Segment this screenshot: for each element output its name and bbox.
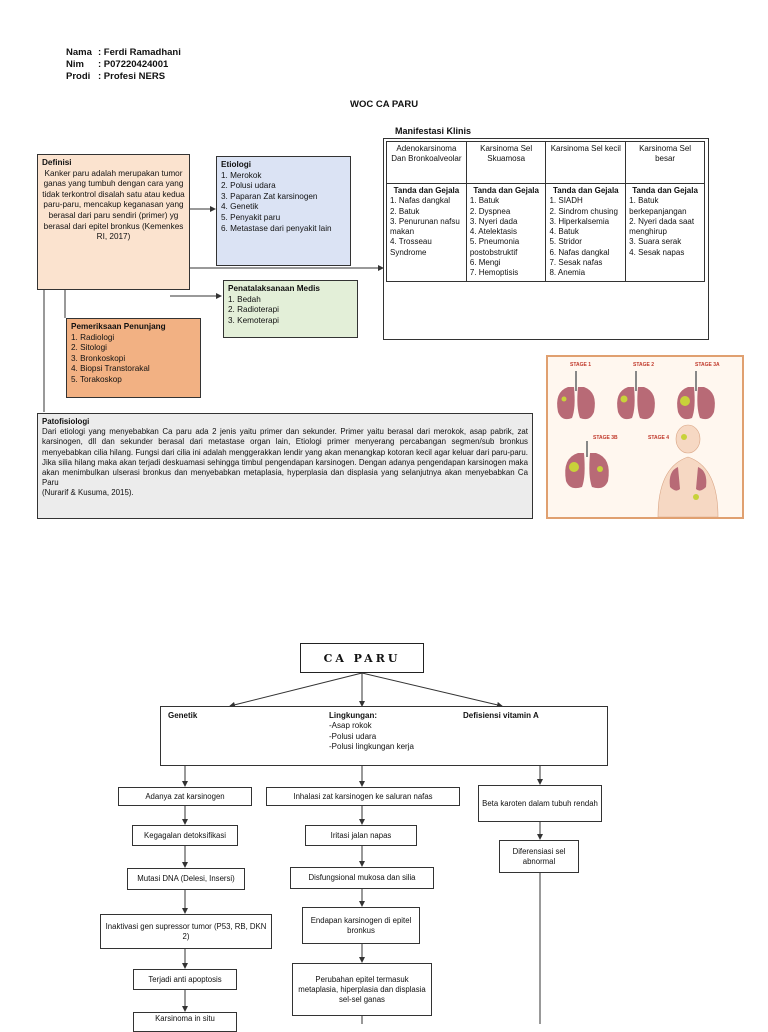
table-header-cell: Karsinoma Sel besar xyxy=(625,141,705,184)
table-header-cell: Karsinoma Sel Skuamosa xyxy=(465,141,547,184)
table-cell: Tanda dan Gejala 1. Batuk berkepanjangan… xyxy=(625,183,705,282)
patofisiologi-title: Patofisiologi xyxy=(42,417,90,426)
stage-label: STAGE 4 xyxy=(648,435,669,441)
lung-stages-image: STAGE 1 STAGE 2 STAGE 3A STAGE 3B STAGE … xyxy=(548,357,742,518)
header-prodi: Prodi: Profesi NERS xyxy=(66,71,166,82)
flow-right-step: Beta karoten dalam tubuh rendah xyxy=(478,785,602,822)
list-item: 6. Metastase dari penyakit lain xyxy=(221,223,332,233)
lung-stages-illustration: STAGE 1 STAGE 2 STAGE 3A STAGE 3B STAGE … xyxy=(546,355,744,519)
stage-label: STAGE 1 xyxy=(570,362,591,368)
list-item: 2. Polusi udara xyxy=(221,181,276,191)
pemeriksaan-list: 1. Radiologi 2. Sitologi 3. Bronkoskopi … xyxy=(71,333,196,386)
list-item: 5. Torakoskop xyxy=(71,374,122,384)
etiologi-box: Etiologi 1. Merokok 2. Polusi udara 3. P… xyxy=(216,156,351,266)
table-header-cell: Adenokarsinoma Dan Bronkoalveolar xyxy=(386,141,467,184)
lung-icon xyxy=(677,371,715,420)
list-item: 1. Bedah xyxy=(228,294,261,304)
stage-label: STAGE 3A xyxy=(695,362,720,368)
table-row: Tanda dan Gejala 1. Nafas dangkal 2. Bat… xyxy=(386,183,705,282)
definisi-text: Kanker paru adalah merupakan tumor ganas… xyxy=(42,168,185,242)
table-header-row: Adenokarsinoma Dan Bronkoalveolar Karsin… xyxy=(386,141,705,184)
flow-middle-step: Perubahan epitel termasuk metaplasia, hi… xyxy=(292,963,432,1016)
list-item: 5. Penyakit paru xyxy=(221,212,281,222)
flow-left-step: Terjadi anti apoptosis xyxy=(133,969,237,990)
etiologi-title: Etiologi xyxy=(221,160,252,169)
flow-left-step: Mutasi DNA (Delesi, Insersi) xyxy=(127,868,245,890)
flow-root-box: CA PARU xyxy=(300,643,424,673)
header-nama: Nama: Ferdi Ramadhani xyxy=(66,47,181,58)
table-cell: Tanda dan Gejala 1. Batuk 2. Dyspnea 3. … xyxy=(465,183,547,282)
flow-middle-step: Inhalasi zat karsinogen ke saluran nafas xyxy=(266,787,460,806)
body-figure-icon xyxy=(657,424,719,518)
table-header-cell: Karsinoma Sel kecil xyxy=(545,141,627,184)
definisi-box: Definisi Kanker paru adalah merupakan tu… xyxy=(37,154,190,290)
list-item: 2. Radioterapi xyxy=(228,305,279,315)
flow-middle-step: Iritasi jalan napas xyxy=(305,825,417,846)
definisi-title: Definisi xyxy=(42,158,72,167)
penatalaksanaan-box: Penatalaksanaan Medis 1. Bedah 2. Radiot… xyxy=(223,280,358,338)
list-item: 1. Radiologi xyxy=(71,332,115,342)
list-item: 4. Biopsi Transtorakal xyxy=(71,364,150,374)
patofisiologi-text: Dari etiologi yang menyebabkan Ca paru a… xyxy=(42,427,528,488)
flow-left-step: Karsinoma in situ xyxy=(133,1012,237,1032)
cause-lingkungan: Lingkungan: -Asap rokok -Polusi udara -P… xyxy=(329,711,414,752)
flow-left-step: Adanya zat karsinogen xyxy=(118,787,252,806)
flow-right-step: Diferensiasi sel abnormal xyxy=(499,840,579,873)
flow-middle-step: Disfungsional mukosa dan silia xyxy=(290,867,434,889)
flow-middle-step: Endapan karsinogen di epitel bronkus xyxy=(302,907,420,944)
penatalaksanaan-title: Penatalaksanaan Medis xyxy=(228,284,320,293)
manifestasi-table: Adenokarsinoma Dan Bronkoalveolar Karsin… xyxy=(386,141,705,282)
stage-label: STAGE 2 xyxy=(633,362,654,368)
table-cell: Tanda dan Gejala 1. SIADH 2. Sindrom chu… xyxy=(545,183,627,282)
lung-icon xyxy=(565,441,609,489)
list-item: 3. Paparan Zat karsinogen xyxy=(221,191,318,201)
manifestasi-title: Manifestasi Klinis xyxy=(395,126,472,136)
header-nim: Nim: P07220424001 xyxy=(66,59,169,70)
pemeriksaan-box: Pemeriksaan Penunjang 1. Radiologi 2. Si… xyxy=(66,318,201,398)
list-item: 3. Kemoterapi xyxy=(228,315,279,325)
list-item: 2. Sitologi xyxy=(71,343,107,353)
penatalaksanaan-list: 1. Bedah 2. Radioterapi 3. Kemoterapi xyxy=(228,295,353,327)
cause-genetik: Genetik xyxy=(168,711,198,720)
list-item: 3. Bronkoskopi xyxy=(71,353,126,363)
flow-left-step: Inaktivasi gen supressor tumor (P53, RB,… xyxy=(100,914,272,949)
connector-lines xyxy=(43,206,384,412)
patofisiologi-box: Patofisiologi Dari etiologi yang menyeba… xyxy=(37,413,533,519)
table-cell: Tanda dan Gejala 1. Nafas dangkal 2. Bat… xyxy=(386,183,467,282)
pemeriksaan-title: Pemeriksaan Penunjang xyxy=(71,322,166,331)
stage-label: STAGE 3B xyxy=(593,435,618,441)
patofisiologi-citation: (Nurarif & Kusuma, 2015). xyxy=(42,488,134,498)
document-title: WOC CA PARU xyxy=(350,99,419,110)
lung-icon xyxy=(557,371,595,420)
cause-vitamin: Defisiensi vitamin A xyxy=(463,711,539,720)
list-item: 4. Genetik xyxy=(221,202,259,212)
flow-left-step: Kegagalan detoksifikasi xyxy=(132,825,238,846)
list-item: 1. Merokok xyxy=(221,170,262,180)
lung-icon xyxy=(617,371,655,420)
etiologi-list: 1. Merokok 2. Polusi udara 3. Paparan Za… xyxy=(221,171,346,235)
flow-causes-box: Genetik Lingkungan: -Asap rokok -Polusi … xyxy=(160,706,608,766)
